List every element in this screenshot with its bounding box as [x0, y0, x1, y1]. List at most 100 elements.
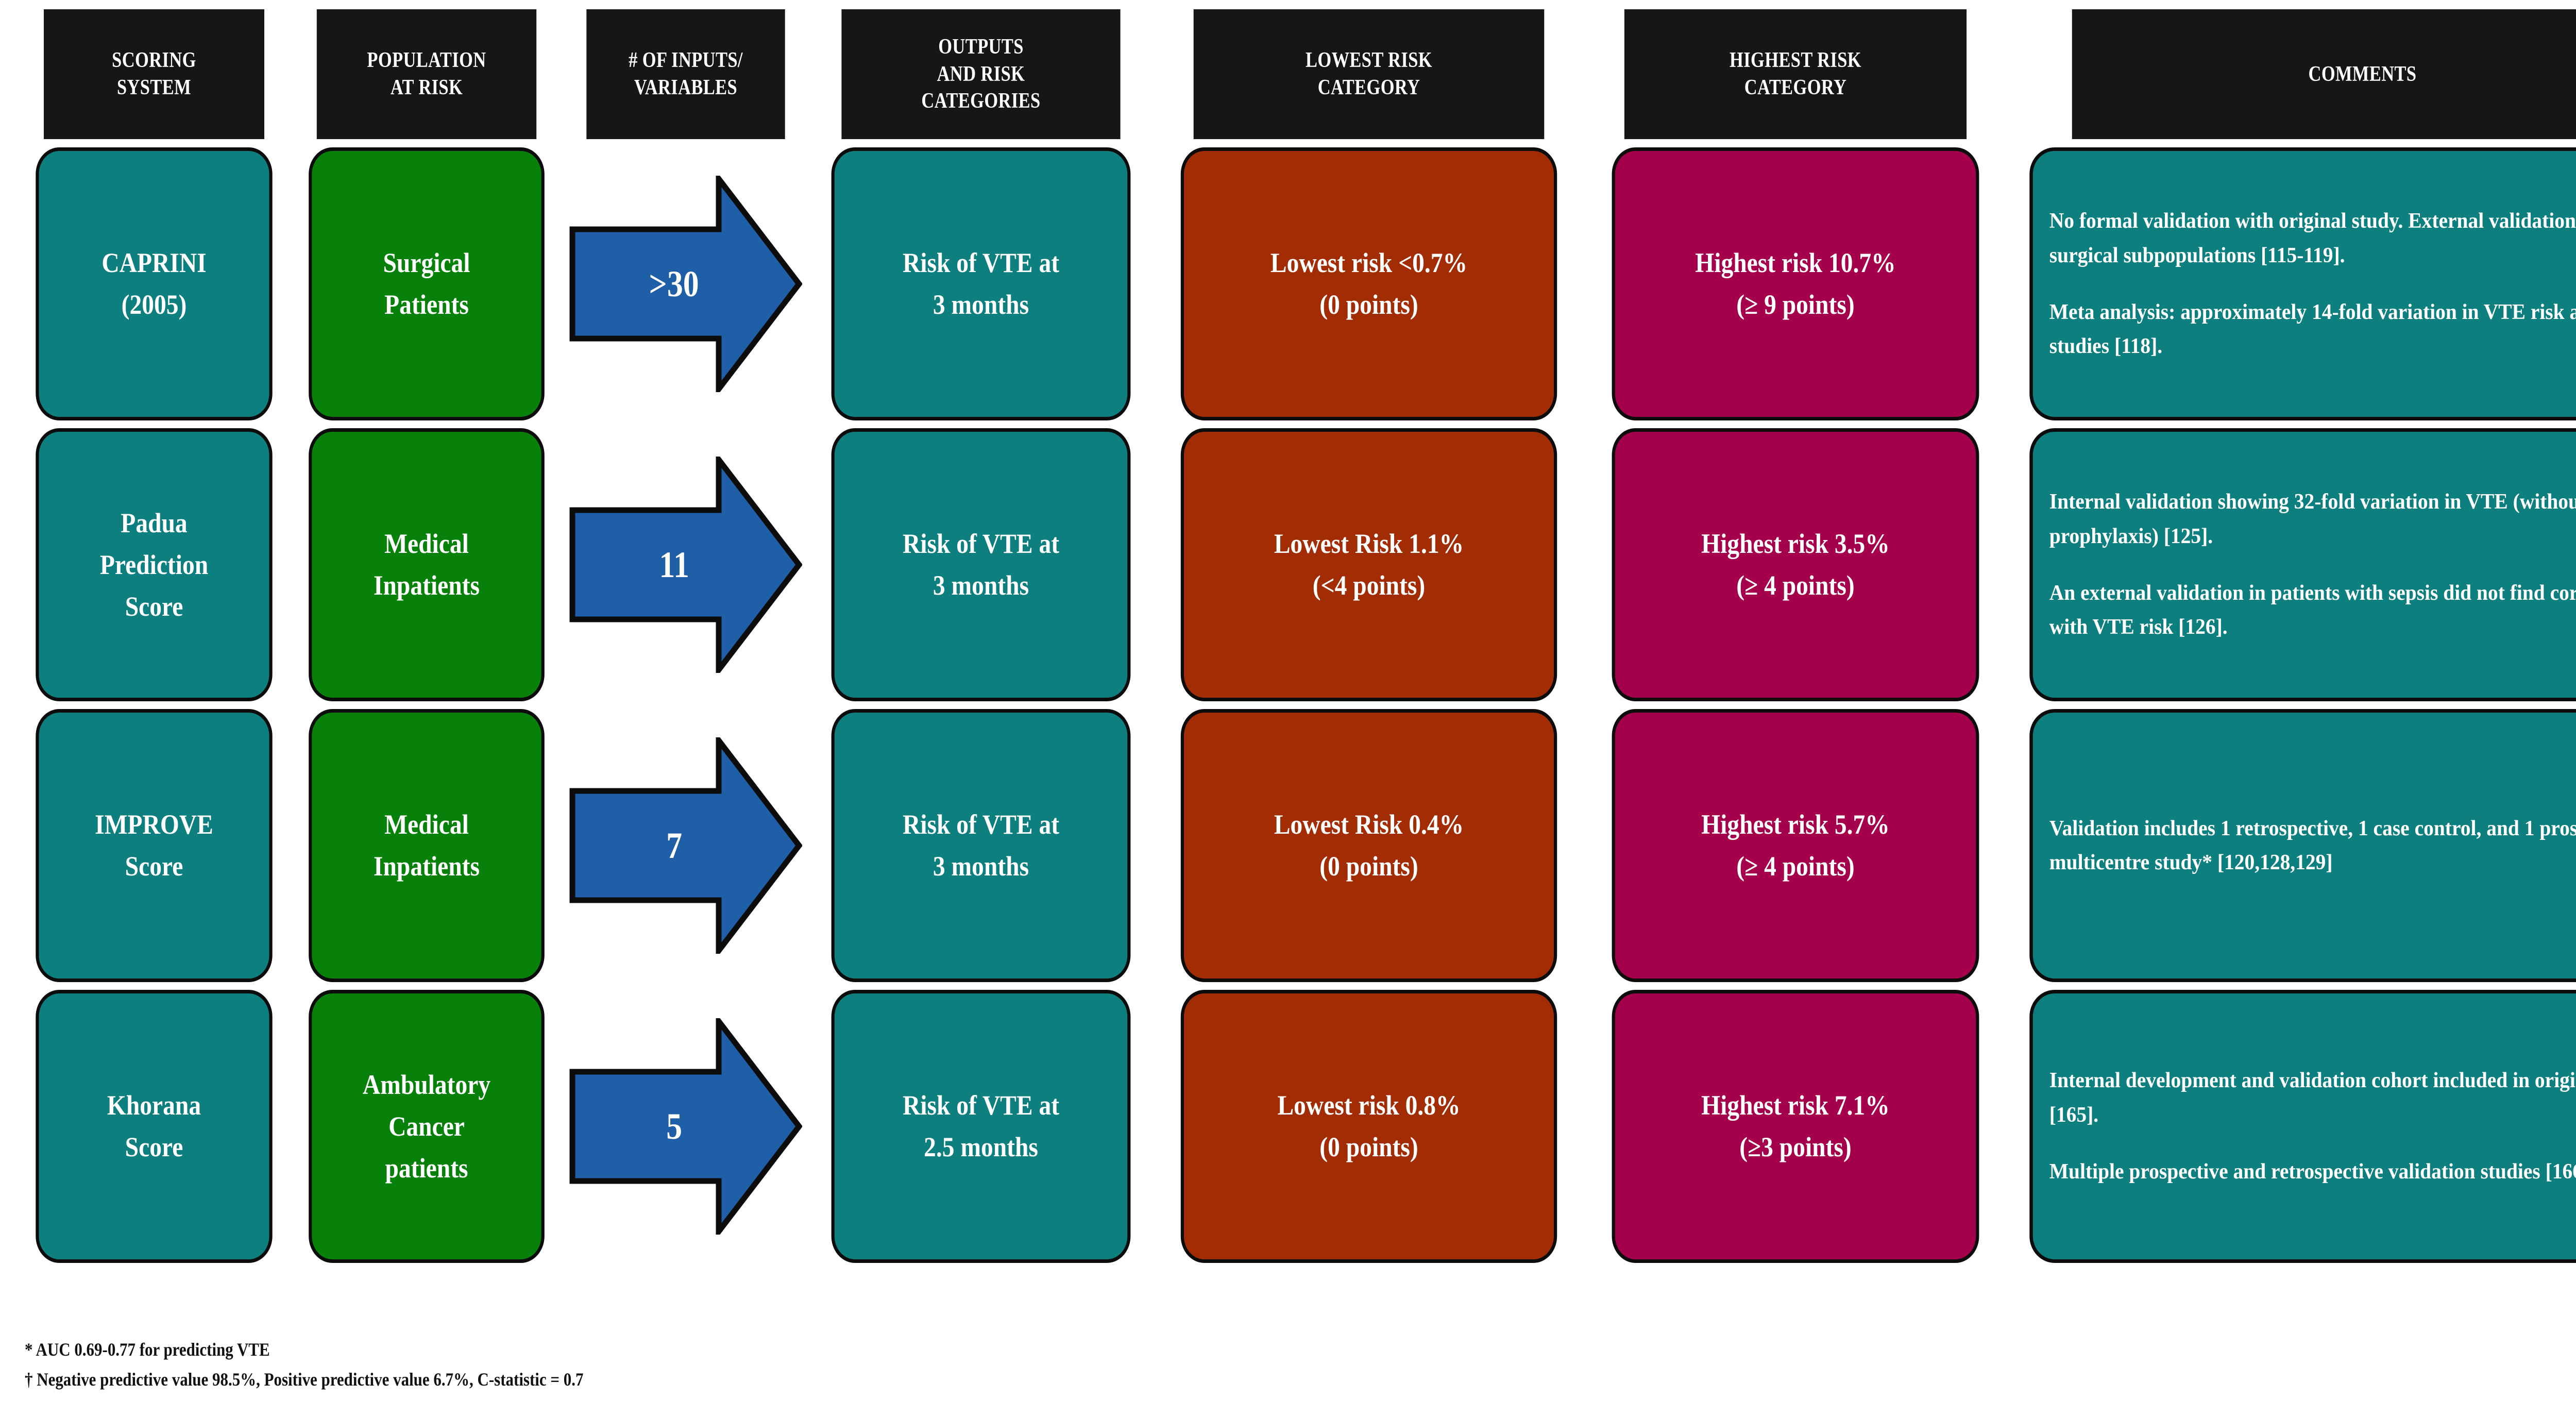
header-line: CATEGORY	[1317, 76, 1420, 99]
column-header-population-at-risk: POPULATION AT RISK	[316, 9, 537, 139]
lowest-risk-points: (<4 points)	[1312, 570, 1426, 601]
lowest-risk-points: (0 points)	[1319, 851, 1418, 882]
table-row: Padua Prediction Score Medical Inpatient…	[20, 428, 2576, 701]
highest-risk-points: (≥ 4 points)	[1736, 851, 1855, 882]
cell-highest-risk-category: Highest risk 5.7% (≥ 4 points)	[1612, 709, 1979, 982]
right-arrow-icon: 7	[569, 737, 802, 954]
inputs-count: >30	[649, 263, 700, 305]
lowest-risk-line: Lowest risk <0.7%	[1270, 247, 1468, 278]
scoring-system-line: Khorana	[107, 1090, 201, 1121]
cell-outputs-and-risk-categories: Risk of VTE at 3 months	[831, 428, 1131, 701]
header-line: CATEGORIES	[921, 89, 1041, 113]
column-header-scoring-system: SCORING SYSTEM	[43, 9, 265, 139]
scoring-system-line: IMPROVE	[95, 809, 213, 840]
cell-outputs-and-risk-categories: Risk of VTE at 3 months	[831, 147, 1131, 420]
outputs-line: 3 months	[933, 289, 1029, 320]
comment-paragraph: Internal development and validation coho…	[2049, 1069, 2576, 1127]
cell-outputs-and-risk-categories: Risk of VTE at 2.5 months	[831, 990, 1131, 1263]
cell-number-of-inputs: 5	[565, 990, 807, 1263]
column-header-highest-risk-category: HIGHEST RISK CATEGORY	[1624, 9, 1967, 139]
header-line: AT RISK	[390, 76, 463, 99]
cell-highest-risk-category: Highest risk 7.1% (≥3 points)	[1612, 990, 1979, 1263]
highest-risk-line: Highest risk 5.7%	[1701, 809, 1890, 840]
population-line: patients	[385, 1152, 468, 1184]
highest-risk-line: Highest risk 10.7%	[1695, 247, 1896, 278]
scoring-system-line: CAPRINI	[101, 247, 207, 278]
population-line: Medical	[384, 528, 469, 559]
cell-scoring-system: CAPRINI (2005)	[36, 147, 273, 420]
cell-highest-risk-category: Highest risk 10.7% (≥ 9 points)	[1612, 147, 1979, 420]
scoring-system-line: Padua	[121, 507, 188, 538]
header-line: HIGHEST RISK	[1730, 48, 1861, 73]
cell-outputs-and-risk-categories: Risk of VTE at 3 months	[831, 709, 1131, 982]
header-line: COMMENTS	[2308, 62, 2417, 86]
comment-paragraph: Validation includes 1 retrospective, 1 c…	[2049, 816, 2576, 874]
population-line: Cancer	[388, 1110, 465, 1142]
table-header-row: SCORING SYSTEM POPULATION AT RISK # OF I…	[20, 9, 2576, 139]
population-line: Inpatients	[374, 851, 480, 882]
cell-comments: Internal validation showing 32-fold vari…	[2029, 428, 2576, 701]
comment-paragraph: No formal validation with original study…	[2049, 209, 2576, 267]
table-grid: SCORING SYSTEM POPULATION AT RISK # OF I…	[20, 9, 2576, 1271]
table-row: CAPRINI (2005) Surgical Patients >30	[20, 147, 2576, 420]
header-line: CATEGORY	[1744, 76, 1847, 99]
cell-lowest-risk-category: Lowest risk 0.8% (0 points)	[1180, 990, 1557, 1263]
table-row: Khorana Score Ambulatory Cancer patients…	[20, 990, 2576, 1263]
scoring-system-line: Prediction	[99, 549, 209, 580]
scoring-system-line: Score	[125, 1132, 183, 1162]
lowest-risk-line: Lowest risk 0.8%	[1277, 1090, 1461, 1121]
right-arrow-icon: 5	[569, 1018, 802, 1235]
cell-comments: Internal development and validation coho…	[2029, 990, 2576, 1263]
outputs-line: Risk of VTE at	[902, 247, 1060, 278]
highest-risk-points: (≥3 points)	[1739, 1132, 1852, 1162]
population-line: Ambulatory	[362, 1069, 491, 1100]
population-line: Surgical	[383, 247, 470, 278]
header-line: AND RISK	[937, 62, 1025, 86]
outputs-line: Risk of VTE at	[902, 809, 1060, 840]
outputs-line: Risk of VTE at	[902, 528, 1060, 559]
comment-paragraph: An external validation in patients with …	[2049, 581, 2576, 639]
inputs-count: 5	[666, 1105, 683, 1147]
highest-risk-line: Highest risk 3.5%	[1701, 528, 1890, 559]
highest-risk-points: (≥ 9 points)	[1736, 289, 1855, 320]
column-header-outputs-and-risk-categories: OUTPUTS AND RISK CATEGORIES	[841, 9, 1121, 139]
footnote-asterisk: * AUC 0.69-0.77 for predicting VTE	[25, 1339, 270, 1360]
column-header-comments: COMMENTS	[2072, 9, 2576, 139]
highest-risk-line: Highest risk 7.1%	[1701, 1090, 1890, 1121]
inputs-count: 11	[659, 544, 689, 585]
cell-scoring-system: Khorana Score	[36, 990, 273, 1263]
outputs-line: 3 months	[933, 570, 1029, 601]
column-header-number-of-inputs: # OF INPUTS/ VARIABLES	[586, 9, 785, 139]
footnotes: * AUC 0.69-0.77 for predicting VTE † Neg…	[25, 1335, 583, 1395]
scoring-system-line: Score	[125, 851, 183, 882]
lowest-risk-points: (0 points)	[1319, 289, 1418, 320]
cell-population-at-risk: Medical Inpatients	[309, 428, 545, 701]
column-header-lowest-risk-category: LOWEST RISK CATEGORY	[1193, 9, 1545, 139]
outputs-line: 2.5 months	[924, 1132, 1038, 1162]
comment-paragraph: Multiple prospective and retrospective v…	[2049, 1160, 2576, 1184]
comment-paragraph: Meta analysis: approximately 14-fold var…	[2049, 300, 2576, 359]
highest-risk-points: (≥ 4 points)	[1736, 570, 1855, 601]
population-line: Medical	[384, 809, 469, 840]
header-line: # OF INPUTS/	[629, 48, 743, 73]
cell-lowest-risk-category: Lowest Risk 0.4% (0 points)	[1180, 709, 1557, 982]
comment-paragraph: Internal validation showing 32-fold vari…	[2049, 490, 2576, 548]
outputs-line: Risk of VTE at	[902, 1090, 1060, 1121]
table-row: IMPROVE Score Medical Inpatients 7	[20, 709, 2576, 982]
outputs-line: 3 months	[933, 851, 1029, 882]
cell-lowest-risk-category: Lowest risk <0.7% (0 points)	[1180, 147, 1557, 420]
header-line: SYSTEM	[116, 76, 192, 99]
header-line: LOWEST RISK	[1305, 48, 1432, 73]
scoring-system-line: (2005)	[121, 289, 187, 320]
cell-number-of-inputs: 7	[565, 709, 807, 982]
cell-population-at-risk: Medical Inpatients	[309, 709, 545, 982]
lowest-risk-line: Lowest Risk 1.1%	[1274, 528, 1464, 559]
lowest-risk-points: (0 points)	[1319, 1132, 1418, 1162]
header-line: SCORING	[112, 48, 196, 73]
cell-comments: No formal validation with original study…	[2029, 147, 2576, 420]
cell-population-at-risk: Ambulatory Cancer patients	[309, 990, 545, 1263]
cell-comments: Validation includes 1 retrospective, 1 c…	[2029, 709, 2576, 982]
inputs-count: 7	[666, 824, 683, 866]
population-line: Inpatients	[374, 570, 480, 601]
